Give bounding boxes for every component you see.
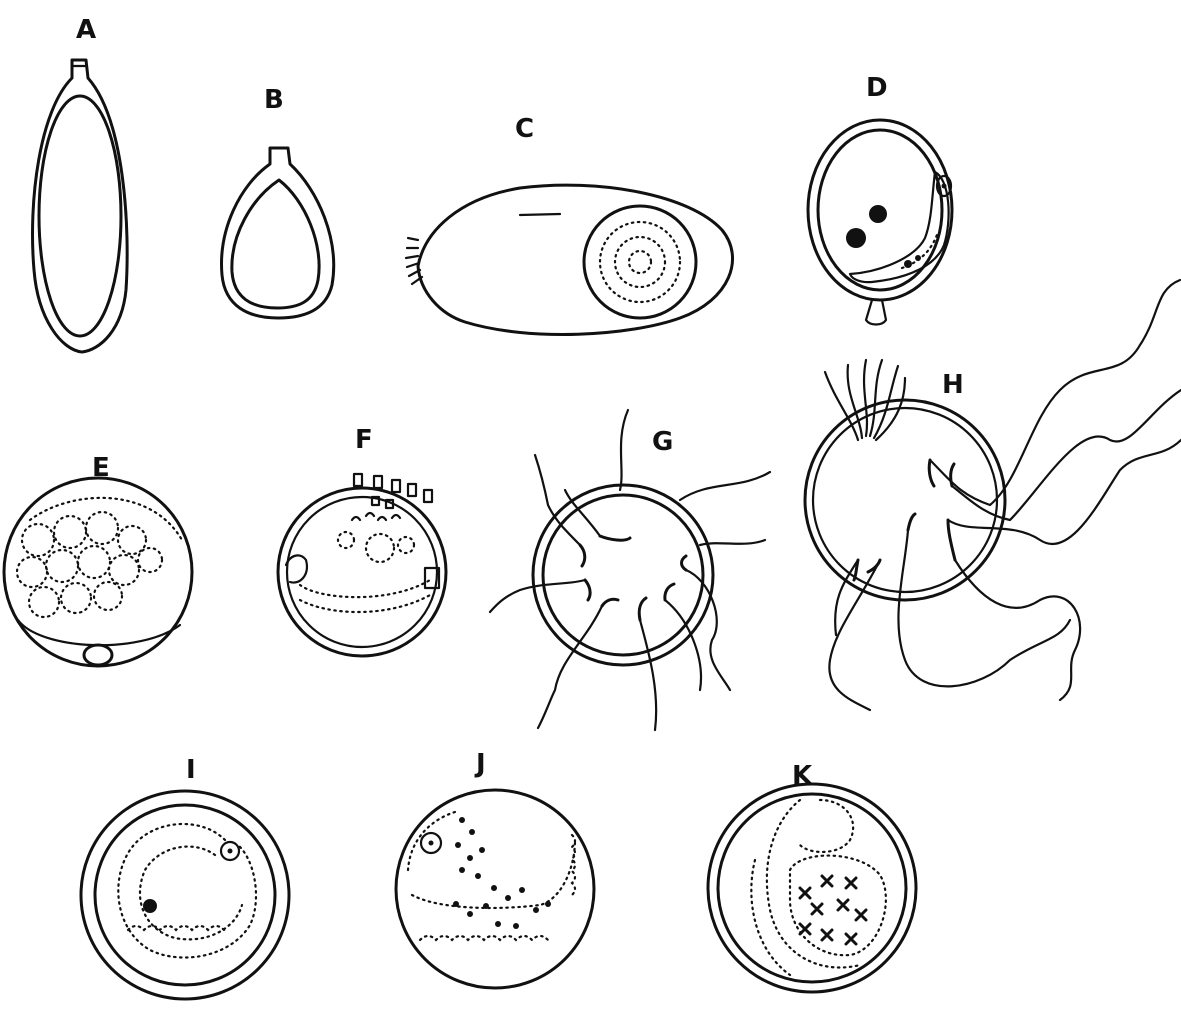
panel-e-perivitelline-arc xyxy=(30,498,182,540)
panel-f-outer-membrane xyxy=(278,488,446,656)
panel-e-inner-arc xyxy=(18,620,180,645)
panel-a: A xyxy=(33,15,128,352)
panel-d-oil-droplet-1 xyxy=(869,205,887,223)
panel-h-label: H xyxy=(942,370,964,400)
panel-d-oil-droplet-2 xyxy=(846,228,866,248)
panel-a-label: A xyxy=(76,15,96,45)
panel-b-inner-capsule xyxy=(232,180,319,308)
panel-d-label: D xyxy=(866,73,888,103)
panel-k: K xyxy=(708,761,916,992)
panel-c-granules xyxy=(600,222,680,302)
panel-f-embryo-outline xyxy=(286,555,307,582)
panel-b-label: B xyxy=(264,85,284,115)
panel-g-outer-membrane xyxy=(533,485,713,665)
panel-c-granules-inner xyxy=(615,237,665,287)
panel-f: F xyxy=(278,425,446,656)
panel-c-egg-outline xyxy=(418,185,733,334)
panel-a-outer-capsule xyxy=(33,60,128,352)
panel-b: B xyxy=(222,85,334,318)
panel-i: I xyxy=(81,755,289,999)
panel-j: J xyxy=(396,749,594,988)
panel-d: D xyxy=(808,73,952,325)
panel-f-embryo-body xyxy=(300,580,432,612)
panel-e-micropyle-knob xyxy=(84,645,112,665)
panel-f-inner-membrane xyxy=(287,497,437,647)
panel-i-somites xyxy=(128,926,224,930)
panel-j-chromatophores xyxy=(453,817,551,929)
panel-i-inner-membrane xyxy=(95,805,275,985)
panel-f-label: F xyxy=(355,425,373,455)
panel-d-pigment-1 xyxy=(904,260,912,268)
panel-d-pigment-2 xyxy=(915,255,921,261)
panel-h: H xyxy=(805,280,1181,710)
panel-c: C xyxy=(406,114,733,334)
panel-d-eye-pupil xyxy=(942,184,947,189)
panel-e: E xyxy=(4,453,192,666)
panel-c-mark xyxy=(520,214,560,215)
panel-j-label: J xyxy=(474,749,486,779)
panel-i-label: I xyxy=(186,755,196,785)
panel-g-inner-hooks xyxy=(580,536,686,620)
panel-k-inner-membrane xyxy=(718,794,906,982)
panel-k-yolk-outline xyxy=(790,856,886,956)
panel-i-oil-droplet xyxy=(143,899,157,913)
panel-f-vesicles xyxy=(338,513,414,562)
panel-f-surface-processes xyxy=(354,474,432,508)
panel-i-eye-pupil xyxy=(228,849,233,854)
panel-e-yolk-cells xyxy=(17,512,162,617)
panel-a-inner-capsule xyxy=(39,96,121,336)
panel-d-stalk xyxy=(866,300,886,325)
panel-g-label: G xyxy=(652,427,673,457)
panel-j-eye-pupil xyxy=(429,841,434,846)
panel-k-body xyxy=(751,860,790,975)
panel-c-granules-core xyxy=(629,251,651,273)
panel-d-embryo xyxy=(850,172,949,282)
panel-i-outer-membrane xyxy=(81,791,289,999)
panel-c-label: C xyxy=(515,114,534,144)
panel-g-inner-membrane xyxy=(543,495,703,655)
panel-e-outer-membrane xyxy=(4,478,192,666)
panel-g: G xyxy=(490,410,770,730)
panel-j-somites xyxy=(420,936,548,940)
panel-k-chromatophores xyxy=(800,876,866,944)
panel-k-embryo-head xyxy=(800,800,853,852)
